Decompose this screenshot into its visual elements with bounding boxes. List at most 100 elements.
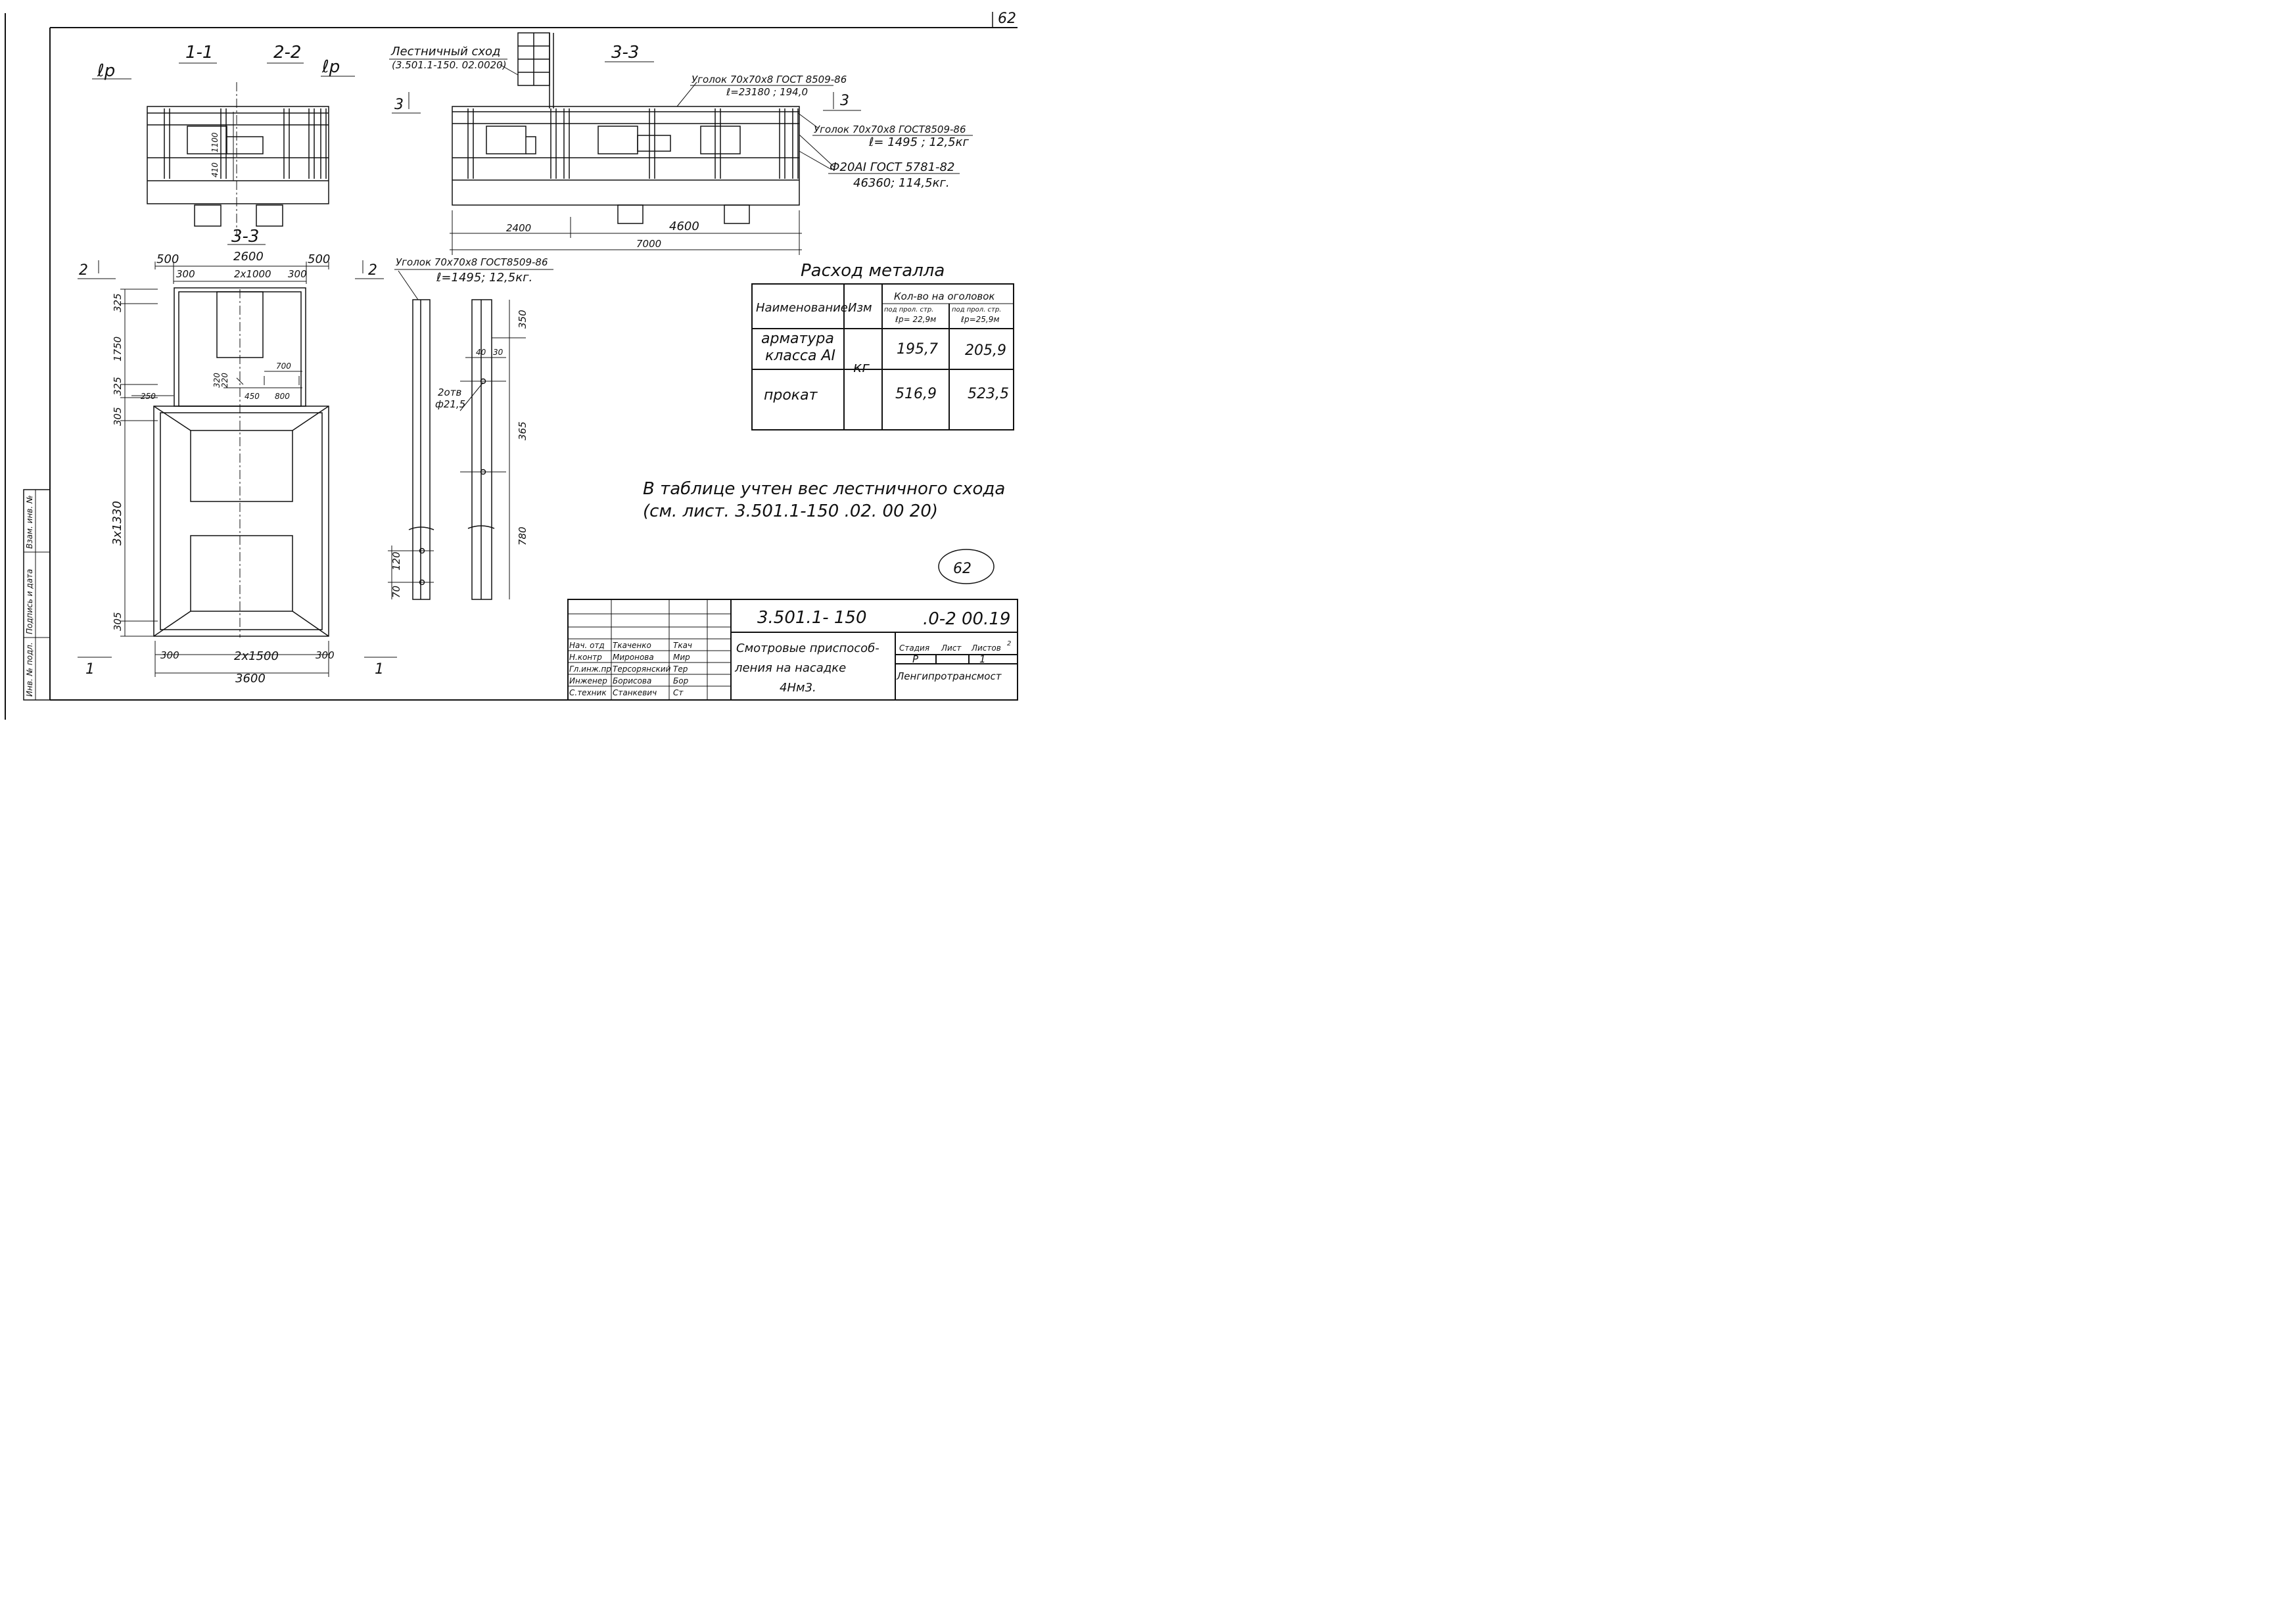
- stamp-inv-orig: Инв. № подл.: [25, 642, 34, 697]
- staff-sig-4: Бор: [673, 676, 689, 685]
- doc-code: 3.501.1- 150: [757, 608, 867, 628]
- section-label-3-3-elev: 3-3: [611, 43, 639, 62]
- section-label-3-3-plan: 3-3: [231, 227, 259, 246]
- staff-sig-3: Тер: [673, 664, 688, 674]
- angle-side-label-1: Уголок 70х70х8 ГОСТ8509-86: [814, 124, 966, 135]
- dim-410: 410: [210, 162, 220, 177]
- dim-305-a: 305: [112, 407, 124, 426]
- stamp-sign-date: Подпись и дата: [25, 569, 34, 634]
- dim-305-b: 305: [112, 612, 124, 631]
- staff-name-2: Миронова: [613, 653, 654, 662]
- col-sub1-a: под прол. стр.: [884, 306, 933, 314]
- circled-number-text: 62: [953, 561, 972, 577]
- row2-v2: 523,5: [968, 386, 1009, 402]
- dim-3x1330: 3х1330: [110, 501, 124, 546]
- dim-3600: 3600: [235, 672, 266, 685]
- metal-table-title: Расход металла: [801, 261, 945, 281]
- bar-label-1: Ф20АI ГОСТ 5781-82: [830, 160, 954, 174]
- angle-detail: Уголок 70х70х8 ГОСТ8509-86 ℓ=1495; 12,5к…: [388, 256, 553, 600]
- dim-500-right: 500: [308, 252, 330, 266]
- col-sub2-a: под прол. стр.: [952, 306, 1001, 314]
- staff-role-5: С.техник: [569, 688, 607, 697]
- dim-2x1500: 2х1500: [234, 649, 279, 663]
- dim-365: 365: [517, 421, 528, 440]
- dim-300-c: 300: [160, 649, 179, 661]
- cut-mark-3-left: 3: [394, 97, 404, 113]
- cut-mark-1-right: 1: [375, 661, 384, 678]
- span-mark-left: ℓр: [97, 61, 115, 81]
- sheet-label: Лист: [941, 643, 962, 653]
- staff-role-4: Инженер: [569, 676, 607, 685]
- bar-label-2: 46360; 114,5кг.: [853, 176, 950, 190]
- stage-value: Р: [912, 653, 919, 665]
- dim-2400: 2400: [506, 222, 531, 234]
- plan-3-3: 3-3 2 2: [78, 227, 397, 685]
- staff-name-5: Станкевич: [613, 688, 657, 697]
- cut-mark-3-right: 3: [840, 93, 849, 109]
- col-header-unit: Изм: [848, 301, 872, 315]
- dim-2x1000: 2х1000: [234, 268, 271, 280]
- dim-300-b: 300: [288, 268, 307, 280]
- dim-450: 450: [245, 392, 260, 401]
- doc-code-suffix: .0-2 00.19: [923, 609, 1010, 629]
- dim-325-a: 325: [112, 293, 124, 312]
- desc-line-2: ления на насадке: [734, 661, 846, 675]
- dim-7000: 7000: [636, 238, 661, 250]
- staff-role-1: Нач. отд: [569, 641, 605, 650]
- org-name: Ленгипротрансмост: [896, 670, 1002, 682]
- elevation-3-3: 3-3 Лестничный сход (3.501.1-150. 02.002…: [389, 32, 973, 255]
- staff-role-2: Н.контр: [569, 653, 602, 662]
- staff-name-1: Ткаченко: [613, 641, 651, 650]
- angle-detail-label-1: Уголок 70х70х8 ГОСТ8509-86: [396, 256, 548, 268]
- row2-v1: 516,9: [895, 386, 937, 402]
- drawing-sheet: 62 Инв. № подл. Подпись и дата Взам. инв…: [5, 11, 1018, 720]
- dim-500-left: 500: [156, 252, 179, 266]
- dim-700: 700: [276, 361, 291, 371]
- row1-name-b: класса АI: [765, 348, 835, 364]
- stage-label: Стадия: [899, 643, 929, 653]
- holes-label-1: 2отв: [438, 386, 461, 398]
- row2-name-a: прокат: [764, 387, 818, 404]
- side-stamp: Инв. № подл. Подпись и дата Взам. инв. №: [23, 489, 51, 701]
- stamp-replace-inv: Взам. инв. №: [25, 496, 34, 549]
- cut-mark-2-right: 2: [368, 262, 377, 279]
- dim-325-b: 325: [112, 377, 124, 396]
- unit-kg: кг: [853, 360, 870, 376]
- dim-250: 250: [141, 392, 156, 401]
- col-sub1-b: ℓр= 22,9м: [895, 315, 936, 324]
- section-1-1-2-2: 1-1 2-2 ℓр ℓр: [92, 43, 355, 237]
- dim-220: 220: [220, 373, 229, 388]
- weight-note: В таблице учтен вес лестничного схода (с…: [643, 479, 1005, 521]
- dim-300-a: 300: [176, 268, 195, 280]
- dim-30: 30: [493, 348, 504, 357]
- sheet-value: 1: [979, 653, 986, 665]
- desc-line-1: Смотровые приспособ-: [736, 641, 879, 655]
- col-sub2-b: ℓр=25,9м: [960, 315, 999, 324]
- cut-mark-2-left: 2: [79, 262, 88, 279]
- dim-1750: 1750: [112, 337, 124, 361]
- dim-300-d: 300: [316, 649, 335, 661]
- staff-name-3: Терсорянский: [613, 664, 671, 674]
- span-mark-right: ℓр: [321, 57, 340, 77]
- dim-70: 70: [390, 586, 402, 598]
- angle-detail-label-2: ℓ=1495; 12,5кг.: [436, 271, 532, 285]
- section-label-2-2: 2-2: [273, 43, 301, 62]
- cut-mark-1-left: 1: [85, 661, 95, 678]
- row1-v1: 195,7: [897, 341, 938, 358]
- note-line-1: В таблице учтен вес лестничного схода: [643, 479, 1005, 499]
- desc-line-3: 4Нм3.: [780, 681, 816, 695]
- holes-label-2: ф21,5: [435, 398, 465, 410]
- dim-780: 780: [517, 526, 528, 546]
- dim-1100: 1100: [210, 132, 220, 152]
- staff-sig-2: Мир: [673, 653, 690, 662]
- col-header-qty: Кол-во на оголовок: [894, 290, 995, 302]
- note-line-2: (см. лист. 3.501.1-150 .02. 00 20): [643, 501, 938, 521]
- metal-table: Расход металла Наименование Изм Кол-во н…: [751, 261, 1014, 430]
- dim-800: 800: [275, 392, 290, 401]
- dim-320: 320: [212, 373, 222, 388]
- col-header-name: Наименование: [756, 301, 848, 315]
- staff-sig-1: Ткач: [673, 641, 692, 650]
- dim-350: 350: [517, 310, 528, 329]
- staff-name-4: Борисова: [613, 676, 651, 685]
- circled-sheet-number: 62: [938, 549, 995, 584]
